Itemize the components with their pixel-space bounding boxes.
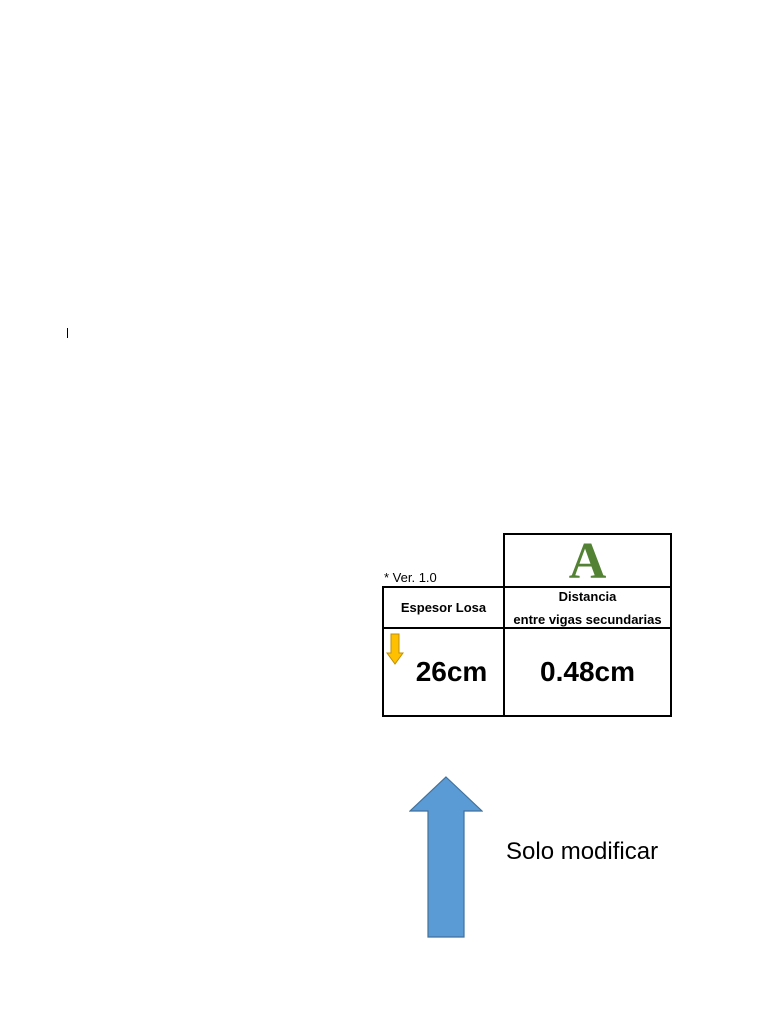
slab-thickness-value: 26cm	[415, 656, 488, 687]
modify-note: Solo modificar	[506, 838, 659, 865]
slab-thickness-header: Espesor Losa	[382, 586, 505, 629]
up-arrow-icon	[409, 776, 483, 938]
text-cursor-mark	[67, 328, 68, 338]
header-letter: A	[568, 532, 607, 590]
down-arrow-icon	[386, 633, 404, 665]
beam-distance-header: Distancia entre vigas secundarias	[503, 586, 672, 629]
slab-thickness-header-label: Espesor Losa	[400, 600, 487, 615]
beam-distance-value-cell: 0.48cm	[503, 627, 672, 717]
slab-thickness-value-cell[interactable]: 26cm	[382, 627, 505, 717]
version-label: * Ver. 1.0	[384, 570, 437, 585]
beam-distance-header-line1: Distancia	[558, 588, 617, 604]
beam-distance-value: 0.48cm	[540, 656, 635, 687]
header-letter-cell: A	[503, 533, 672, 588]
beam-distance-header-line2: entre vigas secundarias	[513, 611, 662, 627]
